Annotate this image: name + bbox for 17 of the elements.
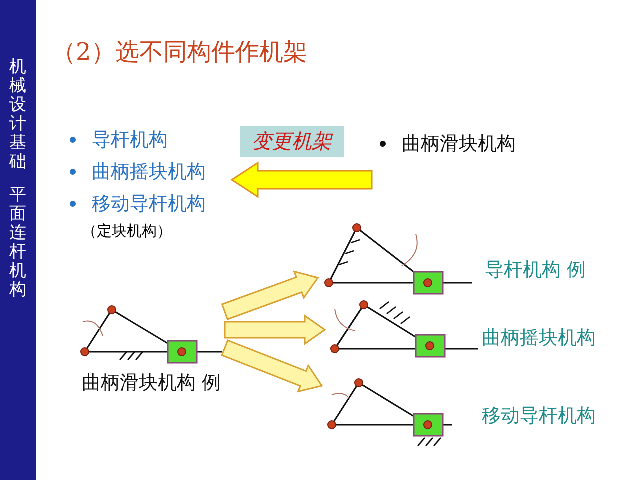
sidebar-heading: 机械设计基础 [8,58,28,172]
list-item: 导杆机构 [92,129,168,151]
block-arrow [221,340,324,393]
slide-title: （2）选不同构件作机架 [52,37,308,68]
block-arrow [224,314,326,346]
edge-label: 变更机架 [240,126,344,157]
mechanism-caption: 曲柄滑块机构 例 [82,371,222,396]
block-arrow [221,270,320,320]
mechanism-caption: 移动导杆机构 [482,404,596,429]
mechanism-caption: 导杆机构 例 [485,258,586,283]
block-arrow [230,162,373,198]
list-note: （定块机构） [81,221,173,242]
list-item: 移动导杆机构 [92,193,206,215]
list-item: 曲柄摇块机构 [92,161,206,183]
mechanism-caption: 曲柄摇块机构 [482,326,596,351]
list-item: 曲柄滑块机构 [402,133,516,155]
sidebar-heading: 平面连杆机构 [8,186,28,300]
